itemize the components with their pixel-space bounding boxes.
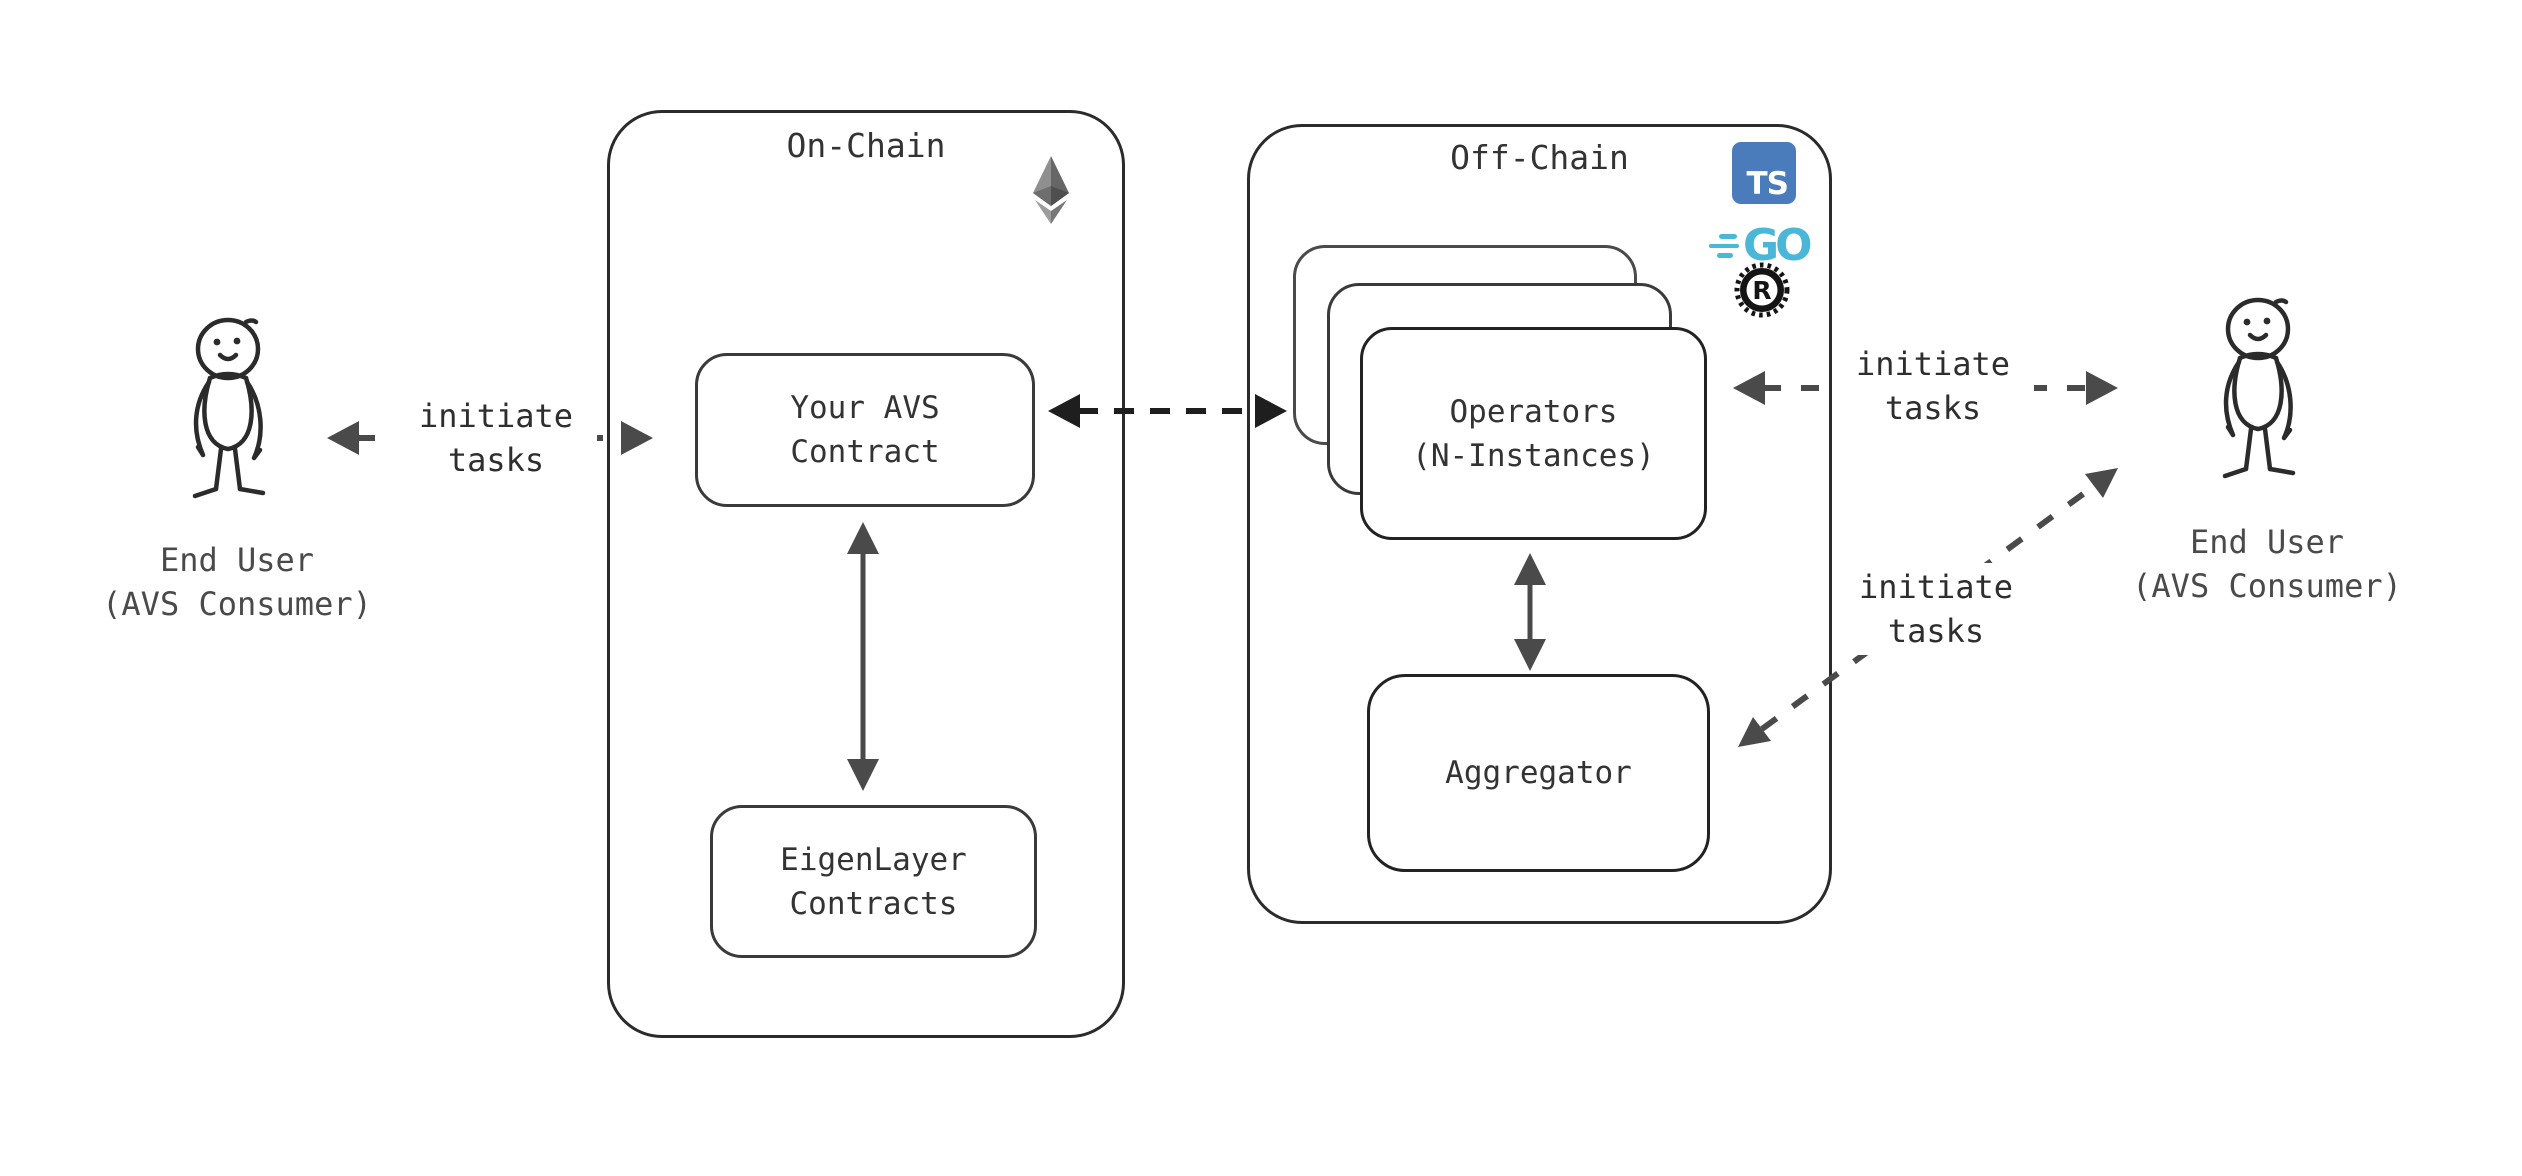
operators-label: Operators (N-Instances) — [1412, 393, 1655, 474]
go-icon-text: GO — [1743, 220, 1813, 271]
go-speed-lines — [1709, 234, 1739, 258]
edge-label-initiate-tasks-right-top: initiate tasks — [1832, 340, 2034, 432]
end-user-left-label: End User (AVS Consumer) — [102, 541, 372, 623]
edge-label-initiate-tasks-right-bottom: initiate tasks — [1835, 563, 2037, 655]
end-user-right-label: End User (AVS Consumer) — [2132, 523, 2402, 605]
arrowhead-top-right — [2085, 468, 2118, 498]
eigenlayer-contracts-node: EigenLayer Contracts — [710, 805, 1037, 958]
typescript-icon-text: TS — [1746, 166, 1789, 202]
typescript-icon: TS — [1732, 142, 1796, 204]
aggregator-label: Aggregator — [1445, 755, 1632, 791]
off-chain-title: Off-Chain — [1450, 138, 1629, 177]
go-icon: GO — [1709, 224, 1813, 268]
your-avs-contract-label: Your AVS Contract — [790, 390, 940, 470]
end-user-left-figure — [195, 320, 263, 496]
eigenlayer-contracts-label: EigenLayer Contracts — [780, 841, 967, 922]
arrowhead-left — [327, 421, 359, 455]
edge-label-initiate-tasks-left: initiate tasks — [395, 392, 597, 484]
rust-icon-text: R — [1752, 276, 1771, 305]
arrowhead-right — [2086, 371, 2118, 405]
on-chain-title: On-Chain — [786, 126, 946, 165]
your-avs-contract-node: Your AVS Contract — [695, 353, 1035, 507]
aggregator-node: Aggregator — [1367, 674, 1710, 872]
end-user-right-figure — [2225, 300, 2293, 476]
operators-node: Operators (N-Instances) — [1360, 327, 1707, 540]
rust-icon: R — [1734, 262, 1790, 318]
ethereum-icon — [1030, 156, 1072, 224]
